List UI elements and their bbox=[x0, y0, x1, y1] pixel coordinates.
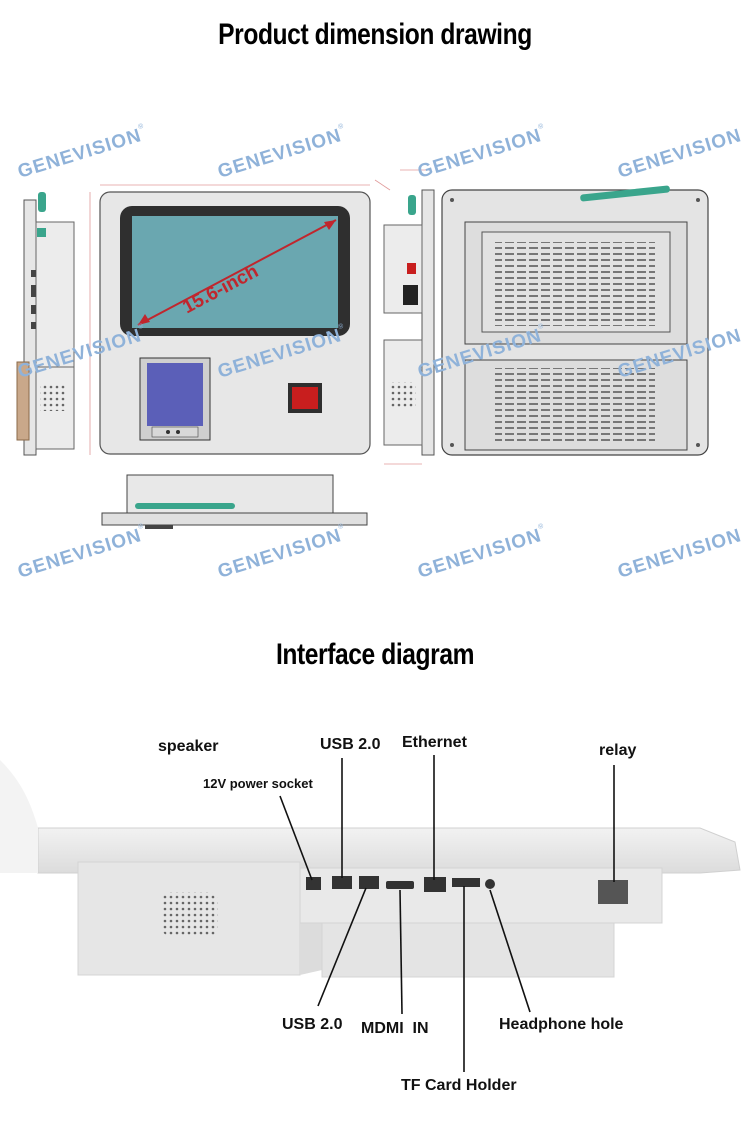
svg-text:®: ® bbox=[137, 522, 145, 531]
svg-text:®: ® bbox=[537, 122, 545, 131]
svg-text:®: ® bbox=[137, 322, 145, 331]
usb-bottom-label: USB 2.0 bbox=[282, 1016, 343, 1033]
dimension-drawing-title: Product dimension drawing bbox=[218, 18, 532, 51]
usb-port-icon bbox=[332, 876, 352, 889]
relay-button-icon bbox=[292, 387, 318, 409]
speaker-grille-icon bbox=[162, 892, 218, 936]
relay-label: relay bbox=[599, 742, 636, 759]
speaker-grille-icon bbox=[40, 385, 66, 411]
mdmi-in-label: MDMI IN bbox=[361, 1020, 429, 1037]
ethernet-label: Ethernet bbox=[402, 734, 468, 751]
front-view: 15.6-inch bbox=[89, 179, 391, 455]
ethernet-port-icon bbox=[424, 877, 446, 892]
watermark-text: GENEVISION bbox=[15, 525, 144, 583]
watermark-text: GENEVISION bbox=[615, 525, 744, 583]
interface-diagram-title: Interface diagram bbox=[275, 638, 475, 671]
speaker-label: speaker bbox=[158, 738, 219, 755]
tf-card-label: TF Card Holder bbox=[401, 1077, 517, 1094]
callout-lines bbox=[279, 755, 615, 1072]
usb-port-icon bbox=[359, 876, 379, 889]
back-view bbox=[441, 185, 709, 456]
svg-text:®: ® bbox=[137, 122, 145, 131]
antenna-icon bbox=[38, 192, 46, 212]
watermark-text: GENEVISION bbox=[215, 525, 344, 583]
left-side-view bbox=[16, 192, 75, 456]
bottom-view bbox=[101, 474, 368, 529]
watermark-text: GENEVISION bbox=[215, 125, 344, 183]
watermark-text: GENEVISION bbox=[15, 125, 144, 183]
watermark-text: GENEVISION bbox=[415, 125, 544, 183]
watermark-text: GENEVISION bbox=[415, 525, 544, 583]
svg-text:®: ® bbox=[537, 522, 545, 531]
device-photo bbox=[0, 760, 741, 978]
right-side-view bbox=[383, 169, 435, 465]
svg-text:®: ® bbox=[537, 322, 545, 331]
svg-text:®: ® bbox=[337, 122, 345, 131]
power-socket-label: 12V power socket bbox=[203, 776, 313, 791]
svg-text:®: ® bbox=[337, 522, 345, 531]
usb-top-label: USB 2.0 bbox=[320, 736, 381, 753]
hdmi-port-icon bbox=[386, 881, 414, 889]
svg-text:®: ® bbox=[337, 322, 345, 331]
headphone-jack-icon bbox=[485, 879, 495, 889]
power-socket-port bbox=[306, 877, 321, 890]
printer-icon bbox=[147, 363, 203, 426]
tf-card-slot-icon bbox=[452, 878, 480, 887]
antenna-icon bbox=[580, 185, 670, 202]
watermark-text: GENEVISION bbox=[615, 125, 744, 183]
headphone-label: Headphone hole bbox=[499, 1016, 624, 1033]
relay-port-icon bbox=[598, 880, 628, 904]
